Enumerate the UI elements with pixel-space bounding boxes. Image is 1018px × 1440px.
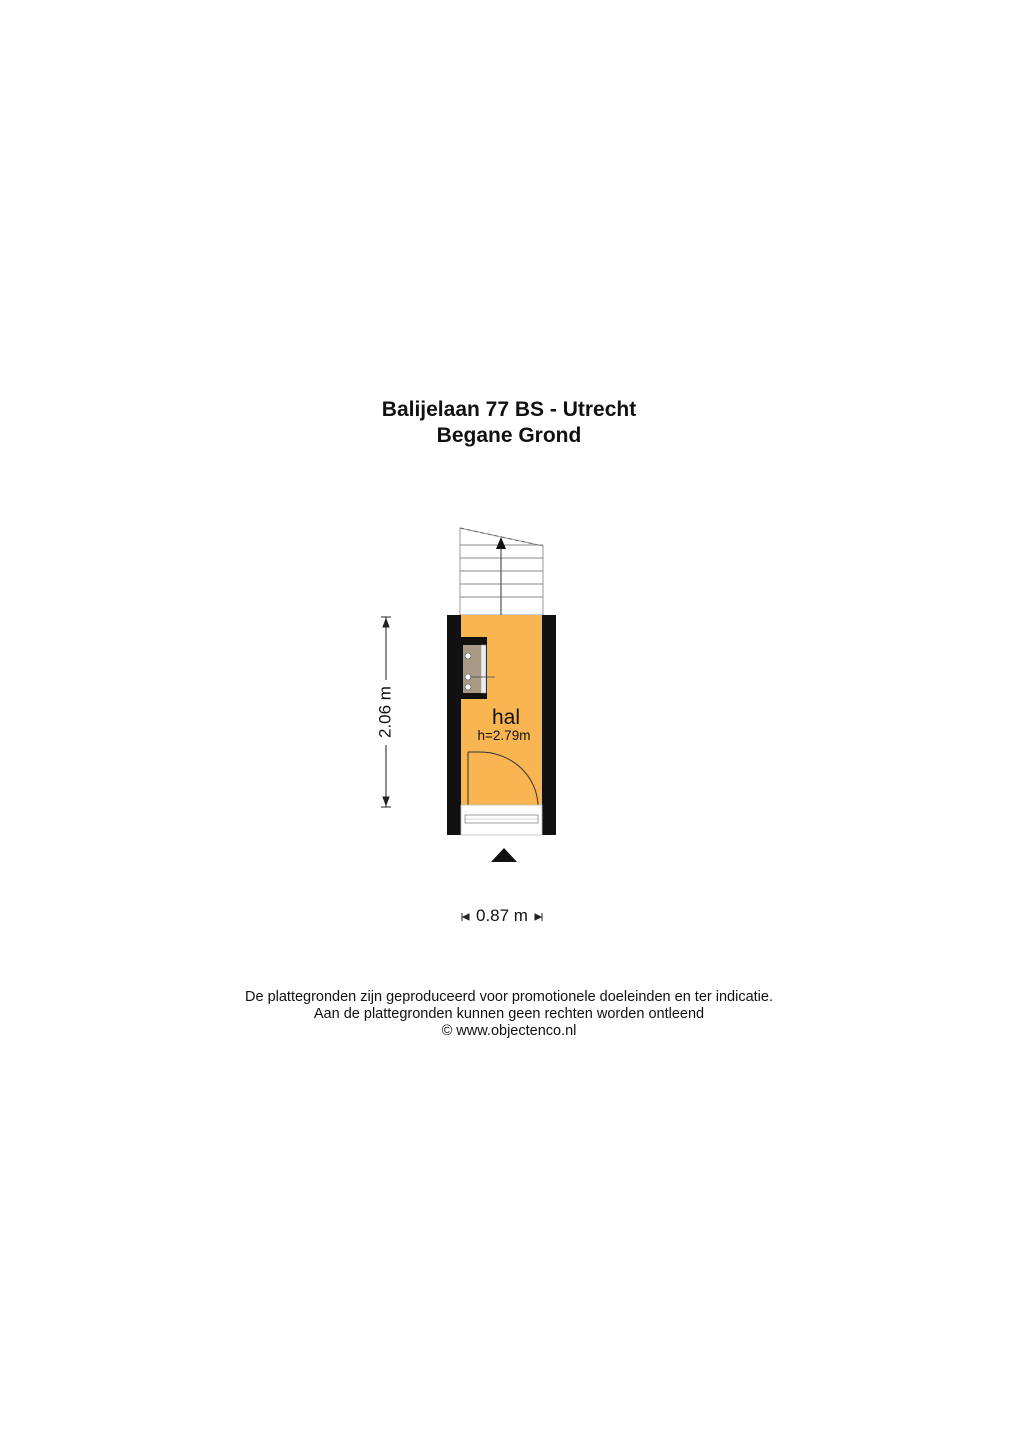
disclaimer-line-2: Aan de plattegronden kunnen geen rechten… [313, 1006, 705, 1022]
room-height: h=2.79m [478, 728, 531, 743]
disclaimer-line-1: De plattegronden zijn geproduceerd voor … [245, 989, 773, 1005]
floor-name: Begane Grond [436, 424, 582, 447]
stairs [459, 527, 544, 616]
entrance-arrow-icon [491, 848, 517, 862]
door-threshold [460, 804, 543, 836]
plan-title: Balijelaan 77 BS - Utrecht [381, 398, 637, 421]
dimension-vertical-label: 2.06 m [375, 686, 394, 738]
wall-left [447, 615, 461, 835]
dimension-horizontal-markers [461, 913, 543, 921]
copyright-link: © www.objectenco.nl [441, 1023, 577, 1039]
dimension-vertical [381, 616, 391, 808]
room-name: hal [492, 706, 520, 729]
wall-right [542, 615, 556, 835]
entrance-door [467, 751, 539, 806]
stairs-arrow-icon [496, 537, 506, 549]
dimension-horizontal-label: 0.87 m [476, 906, 528, 925]
meter-cupboard [461, 637, 495, 699]
